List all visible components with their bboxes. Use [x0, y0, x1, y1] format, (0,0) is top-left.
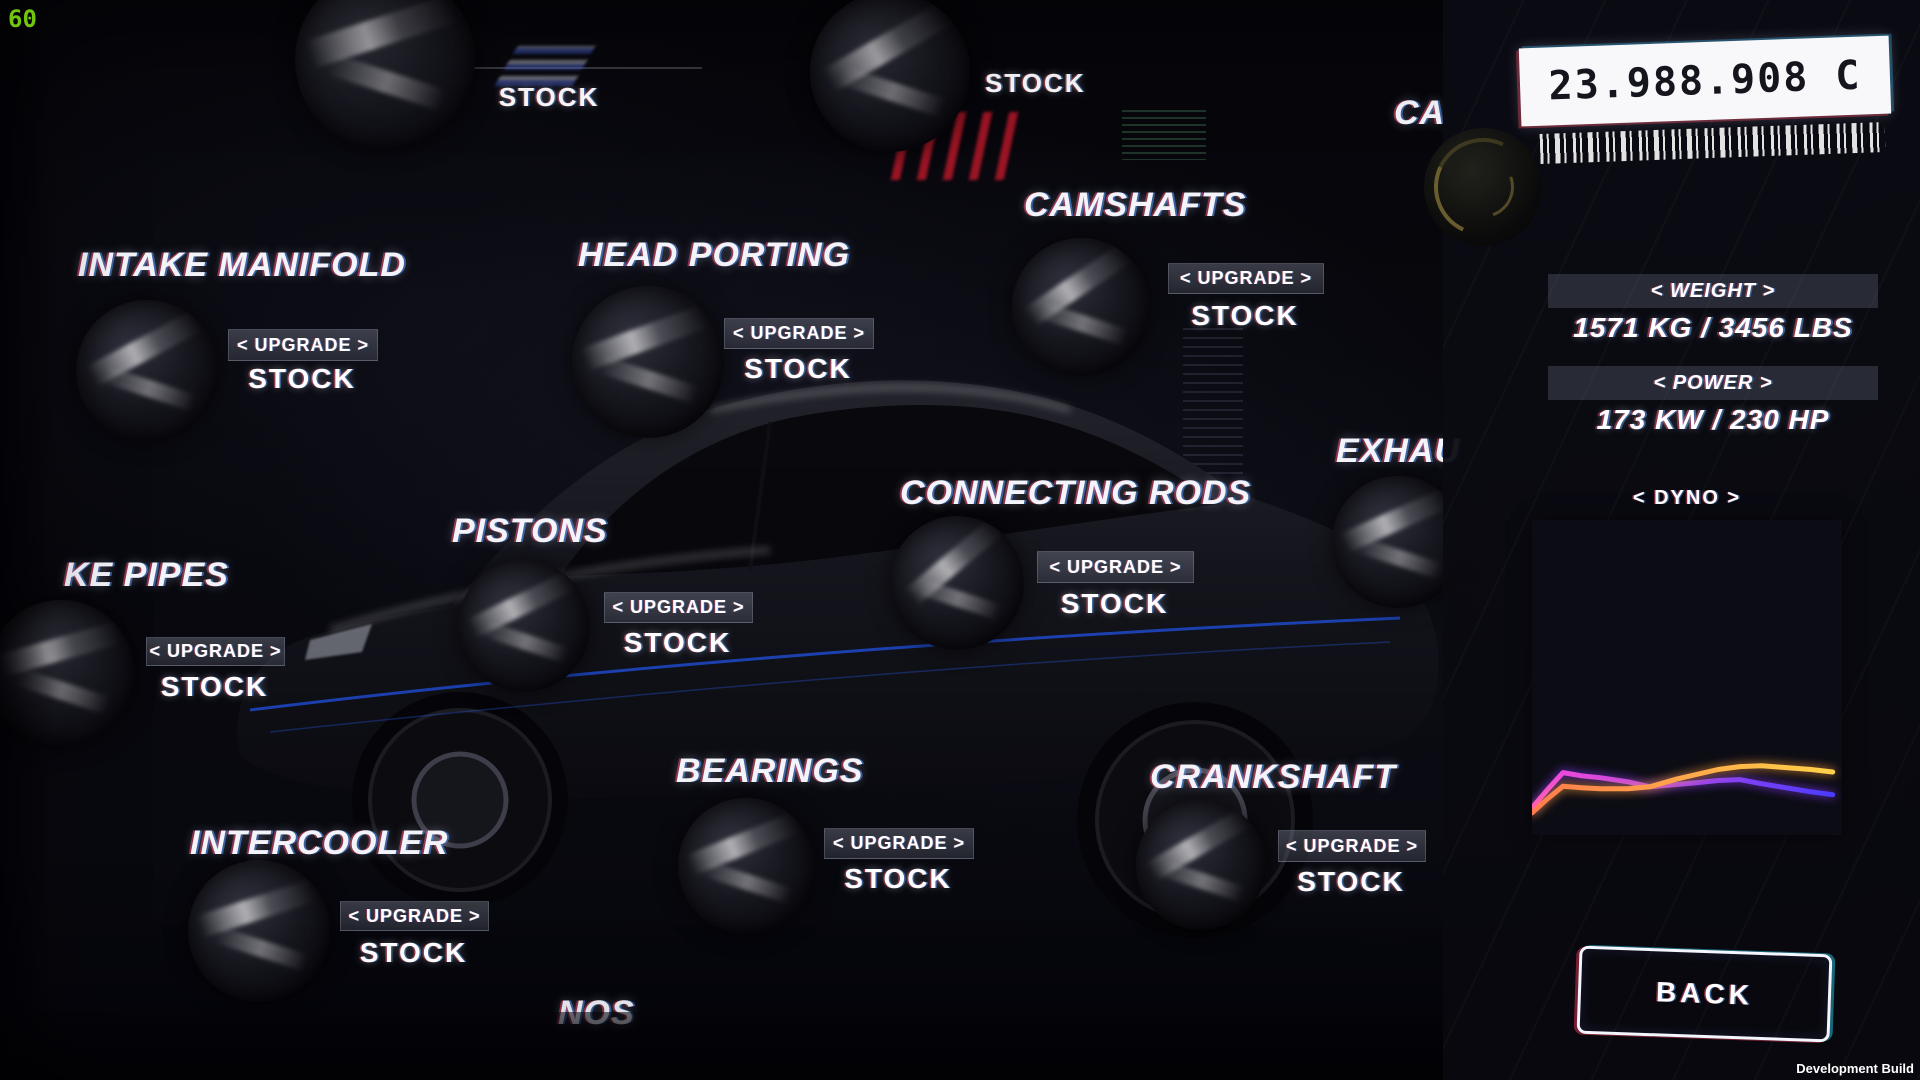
connecting-rods-image: [890, 516, 1024, 650]
connecting-rods-title: CONNECTING RODS: [900, 474, 1252, 512]
development-build-label: Development Build: [1796, 1061, 1914, 1076]
intercooler-status: STOCK: [359, 937, 468, 968]
camshafts-upgrade-button[interactable]: < UPGRADE >: [1168, 263, 1324, 294]
back-button-label: BACK: [1655, 976, 1754, 1011]
left-shadow-strip: [0, 0, 55, 1080]
pistons-title: PISTONS: [452, 512, 608, 550]
intercooler-title: INTERCOOLER: [190, 824, 449, 862]
background-terminal-text-2: [1183, 328, 1243, 478]
crankshaft-status: STOCK: [1297, 866, 1405, 897]
intake-manifold-image: [76, 300, 218, 442]
connecting-rods-status: STOCK: [1060, 588, 1169, 619]
weight-header: < WEIGHT >: [1548, 274, 1878, 308]
pistons-image: [458, 560, 590, 692]
top-left-part-status: STOCK: [498, 82, 600, 112]
head-porting-title: HEAD PORTING: [578, 236, 851, 274]
bearings-title: BEARINGS: [676, 752, 864, 790]
pistons-upgrade-button[interactable]: < UPGRADE >: [604, 592, 753, 623]
connecting-rods-upgrade-button[interactable]: < UPGRADE >: [1037, 551, 1194, 583]
dyno-graph: [1529, 520, 1842, 835]
crankshaft-title: CRANKSHAFT: [1150, 758, 1397, 796]
valve-springs-image: [295, 0, 475, 150]
intake-pipes-status: STOCK: [160, 671, 269, 702]
exhaust-title: EXHAU: [1336, 432, 1461, 470]
bearings-upgrade-button[interactable]: < UPGRADE >: [824, 828, 974, 859]
intake-pipes-title: KE PIPES: [64, 556, 229, 594]
dyno-curves: [1529, 763, 1836, 816]
background-panel-edge: [302, 67, 702, 69]
back-button[interactable]: BACK: [1576, 945, 1833, 1043]
top-middle-part-status: STOCK: [985, 68, 1086, 98]
intercooler-upgrade-button[interactable]: < UPGRADE >: [340, 901, 489, 931]
background-terminal-text: [1122, 110, 1206, 160]
crankshaft-upgrade-button[interactable]: < UPGRADE >: [1278, 830, 1426, 862]
top-right-part-label: CA: [1394, 94, 1446, 132]
camshafts-title: CAMSHAFTS: [1024, 186, 1247, 224]
intake-manifold-title: INTAKE MANIFOLD: [78, 246, 406, 284]
intercooler-image: [188, 860, 330, 1002]
exhaust-image: [1332, 476, 1464, 608]
head-porting-status: STOCK: [744, 353, 852, 384]
camshafts-status: STOCK: [1191, 300, 1299, 331]
power-header: < POWER >: [1548, 366, 1878, 400]
steering-wheel-image: [1424, 128, 1542, 246]
intake-manifold-upgrade-button[interactable]: < UPGRADE >: [228, 329, 378, 361]
valvetrain-image: [810, 0, 970, 152]
bearings-image: [678, 798, 814, 934]
power-value: 173 KW / 230 HP: [1596, 404, 1830, 435]
pistons-status: STOCK: [623, 627, 732, 658]
camshafts-image: [1012, 238, 1150, 376]
bearings-status: STOCK: [844, 863, 952, 894]
blue-glitch-emblem: [494, 46, 596, 86]
head-porting-upgrade-button[interactable]: < UPGRADE >: [724, 318, 874, 349]
crankshaft-image: [1136, 800, 1266, 930]
money-amount: 23.988.908 C: [1547, 52, 1863, 110]
intake-pipes-upgrade-button[interactable]: < UPGRADE >: [146, 637, 285, 666]
money-counter: 23.988.908 C: [1518, 35, 1892, 127]
fps-counter: 60: [8, 5, 37, 33]
dyno-header: < DYNO >: [1632, 487, 1742, 509]
weight-value: 1571 KG / 3456 LBS: [1573, 312, 1853, 343]
intake-manifold-status: STOCK: [248, 363, 356, 394]
head-porting-image: [572, 286, 724, 438]
